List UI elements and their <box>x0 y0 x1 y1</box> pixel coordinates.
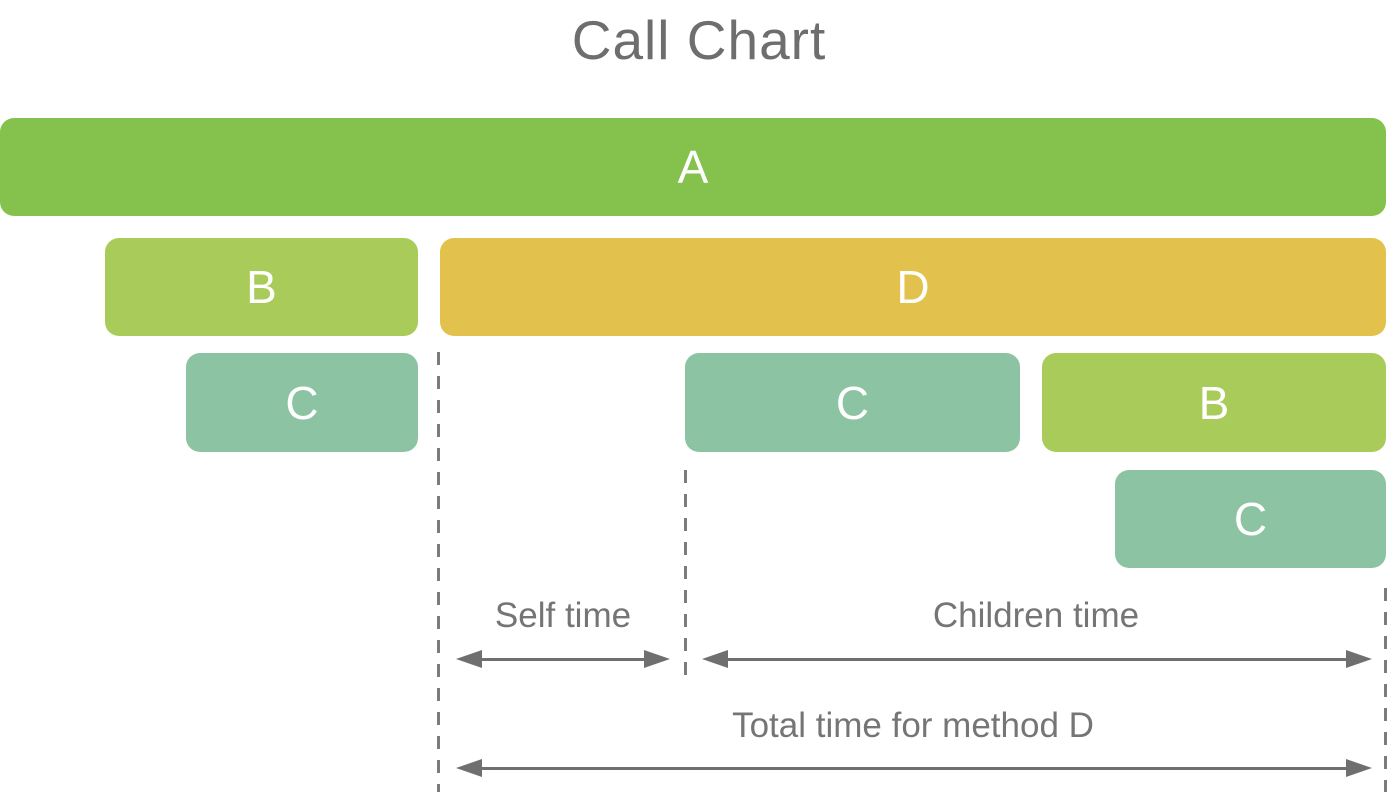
call-bar-c-row3-left: C <box>186 353 418 452</box>
call-bar-b-row3-right-label: B <box>1198 376 1230 429</box>
call-bar-a: A <box>0 118 1386 216</box>
chart-title: Call Chart <box>571 9 827 71</box>
children-time-label: Children time <box>932 596 1140 635</box>
self-time-label: Self time <box>494 596 632 635</box>
total-time-label: Total time for method D <box>732 706 1094 745</box>
call-bar-c-row4-label: C <box>1233 493 1268 545</box>
arrow-left-icon <box>456 650 482 668</box>
call-bar-b-row2-label: B <box>246 261 277 313</box>
arrow-shaft <box>482 657 644 661</box>
call-bar-c-row3-middle: C <box>685 353 1020 452</box>
arrow-shaft <box>482 766 1346 770</box>
dashed-line-d-start <box>437 352 440 792</box>
call-bar-c-row4: C <box>1115 470 1386 568</box>
children-time-arrow <box>702 650 1372 668</box>
call-bar-c-row3-left-label: C <box>285 376 319 429</box>
arrow-right-icon <box>644 650 670 668</box>
dashed-line-d-end <box>1384 588 1387 792</box>
call-bar-c-row3-middle-label: C <box>835 376 870 429</box>
total-time-arrow <box>456 759 1372 777</box>
call-bar-d: D <box>440 238 1386 336</box>
arrow-right-icon <box>1346 759 1372 777</box>
arrow-left-icon <box>702 650 728 668</box>
arrow-shaft <box>728 657 1346 661</box>
call-bar-a-label: A <box>677 141 709 193</box>
arrow-right-icon <box>1346 650 1372 668</box>
call-bar-b-row2: B <box>105 238 418 336</box>
call-bar-d-label: D <box>896 261 930 313</box>
call-bar-b-row3-right: B <box>1042 353 1386 452</box>
arrow-left-icon <box>456 759 482 777</box>
self-time-arrow <box>456 650 670 668</box>
dashed-line-self-children-boundary <box>684 470 687 686</box>
